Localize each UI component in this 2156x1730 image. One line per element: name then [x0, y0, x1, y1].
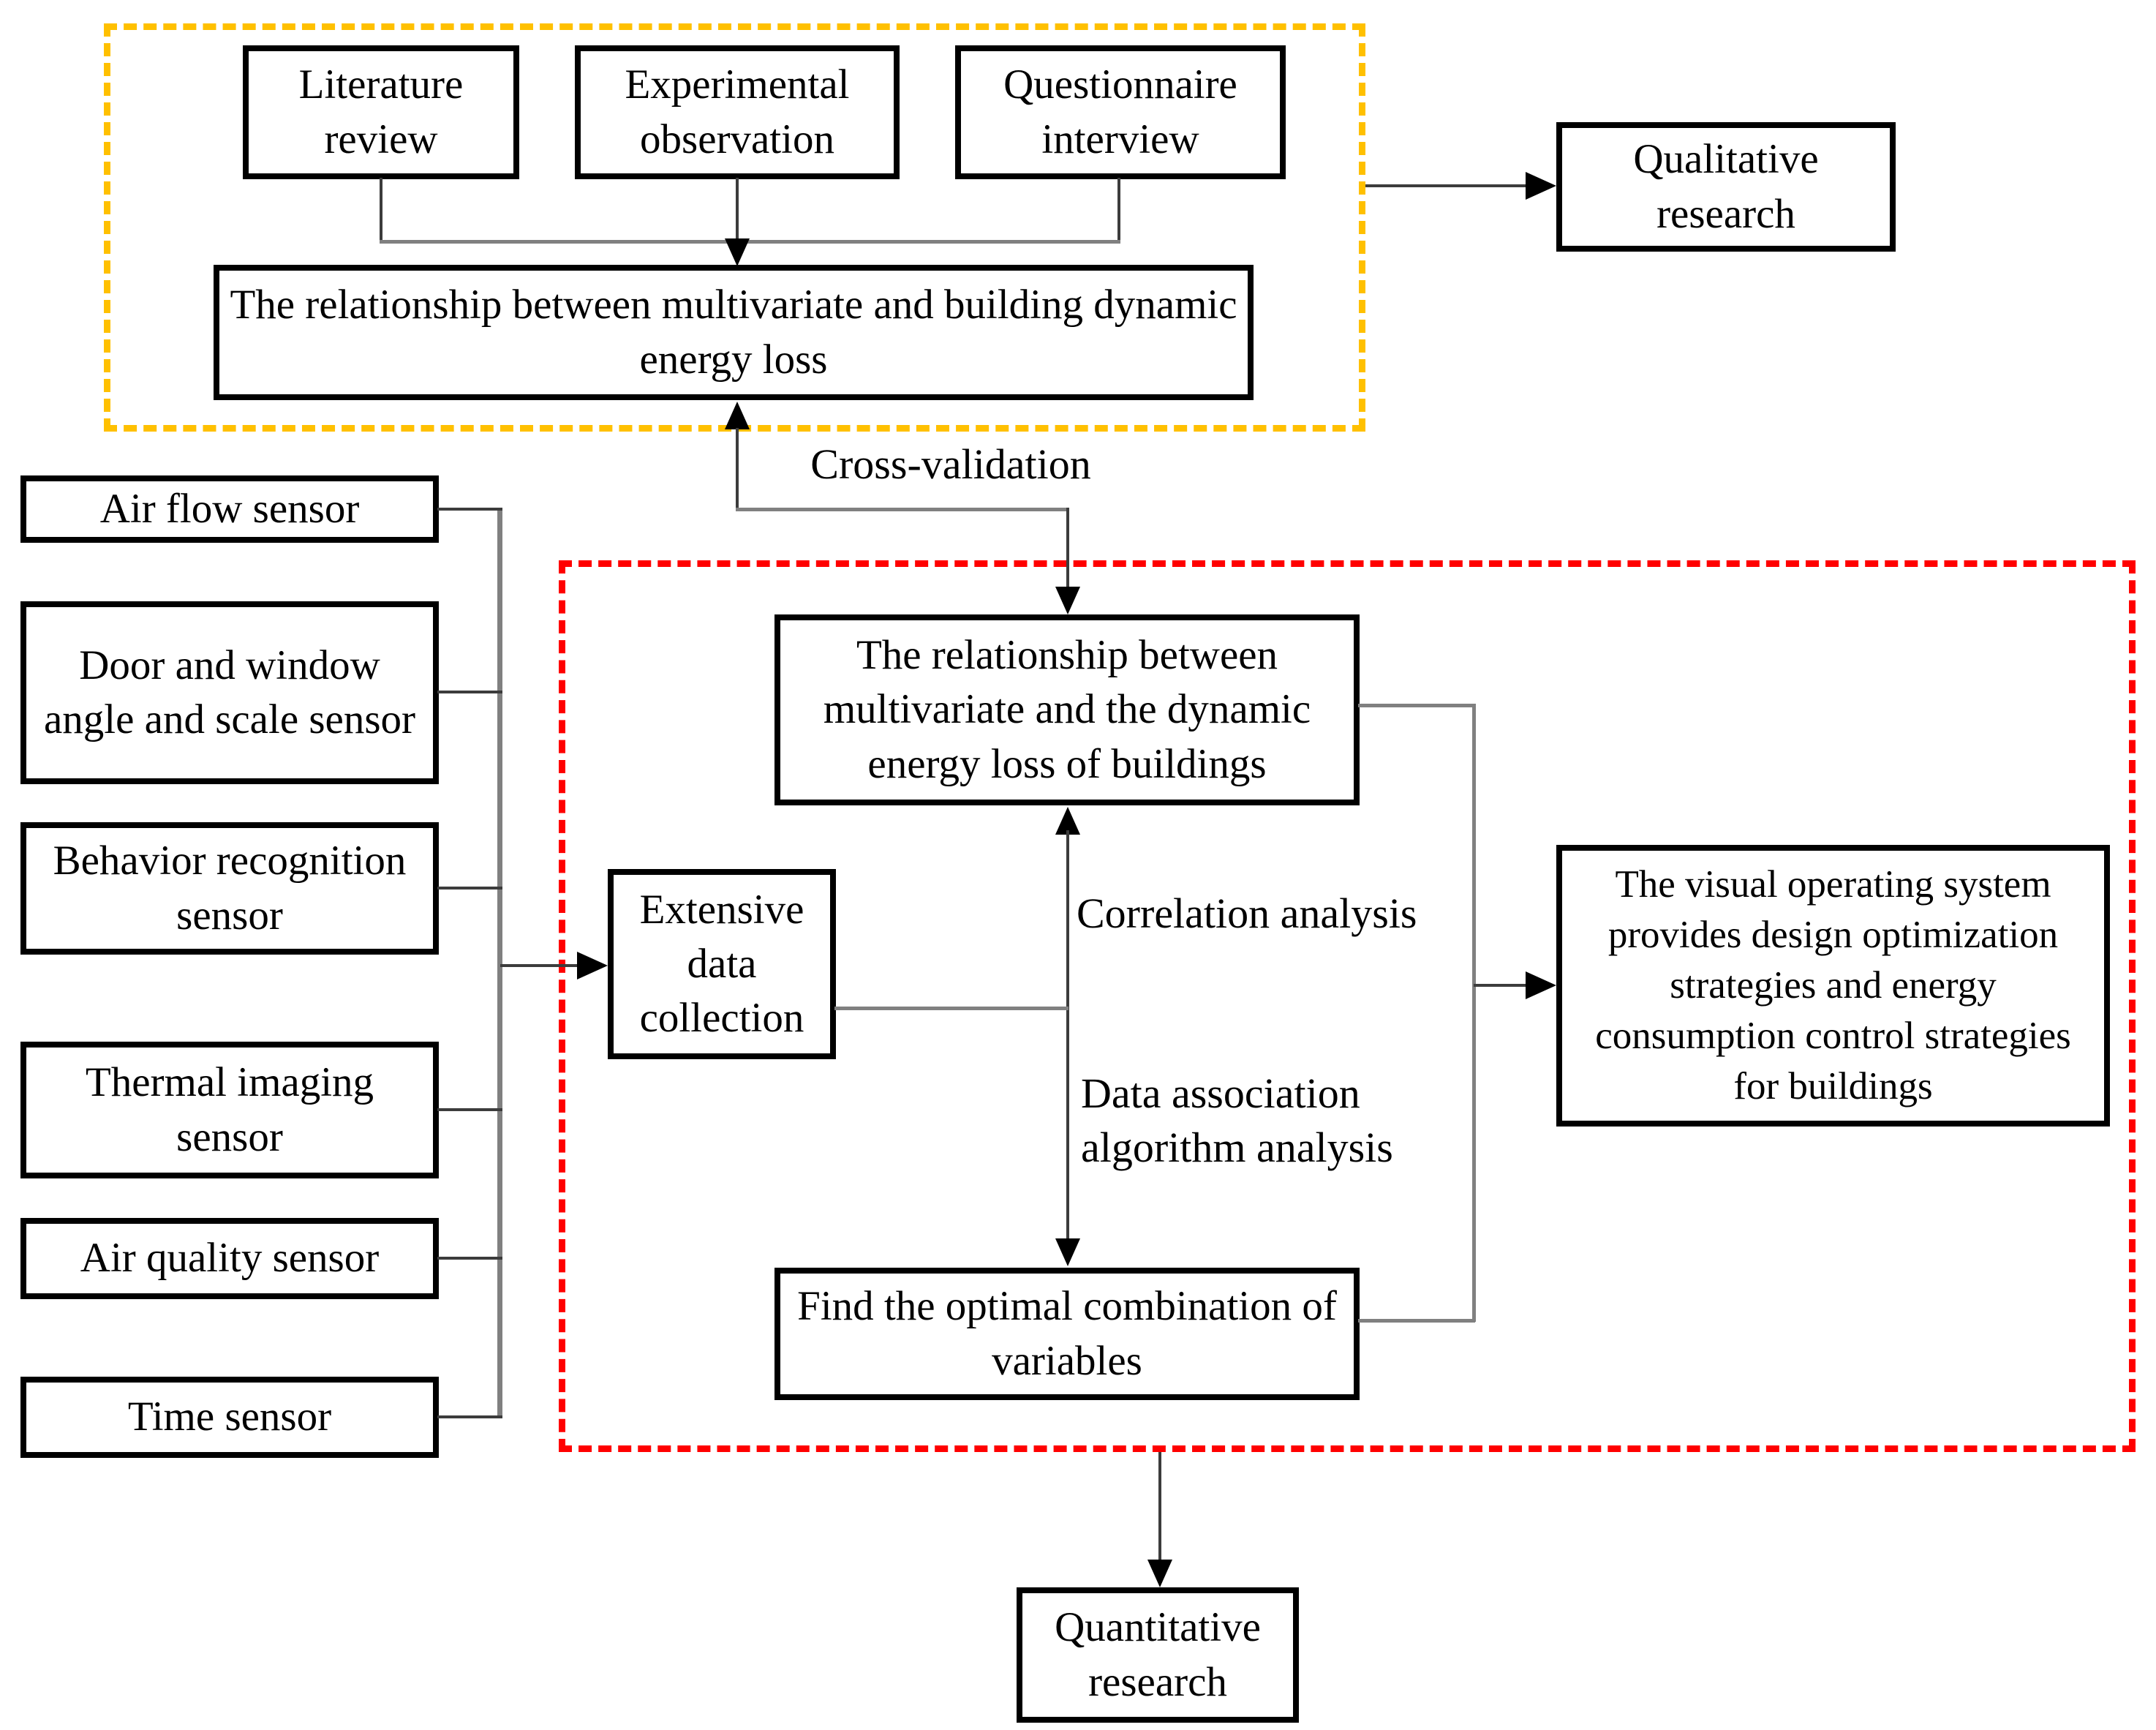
arrowhead-qualitative-research-icon [1526, 172, 1556, 200]
connector-elbow-vertical [1472, 704, 1476, 1322]
find-optimal-box: Find the optimal combination of variable… [774, 1268, 1360, 1400]
sensor-box-door-window: Door and window angle and scale sensor [20, 601, 439, 784]
literature-review-box: Literature review [243, 45, 519, 179]
arrowhead-analysis-down-icon [1055, 1238, 1080, 1266]
sensor-box-time: Time sensor [20, 1377, 439, 1458]
cross-validation-label: Cross-validation [810, 440, 1091, 488]
connector-air-flow [437, 508, 502, 511]
quantitative-research-box: Quantitative research [1017, 1587, 1299, 1723]
connector-cross-validation-horizontal [736, 508, 1069, 511]
connector-bus-to-collection [500, 964, 581, 967]
arrowhead-into-visual-system-icon [1526, 971, 1556, 999]
connector-door-window [437, 691, 502, 693]
extensive-data-collection-box: Extensive data collection [608, 869, 836, 1059]
connector-thermal [437, 1108, 502, 1111]
connector-methods-merge [380, 240, 1120, 244]
connector-experimental-drop [736, 178, 739, 249]
connector-collection-to-analysis [834, 1007, 1068, 1010]
experimental-observation-box: Experimental observation [575, 45, 900, 179]
sensor-box-air-flow: Air flow sensor [20, 475, 439, 543]
connector-cross-validation-lower [1066, 508, 1069, 588]
data-association-label: Data association algorithm analysis [1081, 1069, 1393, 1172]
qualitative-research-box: Qualitative research [1556, 122, 1896, 252]
sensor-box-behavior: Behavior recognition sensor [20, 822, 439, 955]
arrowhead-into-qualitative-relationship-icon [725, 238, 750, 266]
questionnaire-interview-box: Questionnaire interview [955, 45, 1286, 179]
qualitative-relationship-box: The relationship between multivariate an… [214, 265, 1254, 400]
connector-optimal-right [1358, 1319, 1475, 1323]
sensor-box-air-quality: Air quality sensor [20, 1218, 439, 1299]
connector-relationship-right [1358, 704, 1475, 707]
correlation-analysis-label: Correlation analysis [1077, 890, 1417, 937]
connector-questionnaire-drop [1117, 178, 1120, 242]
arrowhead-into-collection-icon [577, 952, 608, 979]
arrowhead-cross-validation-up-icon [725, 402, 750, 429]
connector-cross-validation-upper [736, 428, 739, 510]
connector-literature-drop [380, 178, 382, 242]
arrowhead-analysis-up-icon [1055, 807, 1080, 835]
sensor-box-thermal: Thermal imaging sensor [20, 1042, 439, 1178]
arrowhead-cross-validation-down-icon [1055, 587, 1080, 614]
connector-air-quality [437, 1257, 502, 1260]
connector-analysis-shaft [1066, 830, 1069, 1244]
quantitative-section-frame [559, 560, 2136, 1452]
connector-to-visual-system [1474, 984, 1529, 987]
connector-to-qualitative-research [1365, 184, 1531, 187]
connector-behavior [437, 887, 502, 890]
arrowhead-quantitative-research-icon [1147, 1560, 1172, 1587]
quantitative-relationship-box: The relationship between multivariate an… [774, 614, 1360, 805]
connector-time [437, 1415, 502, 1418]
visual-operating-system-box: The visual operating system provides des… [1556, 845, 2110, 1127]
sensor-bus-line [497, 508, 502, 1418]
connector-to-quantitative-research [1158, 1452, 1161, 1560]
